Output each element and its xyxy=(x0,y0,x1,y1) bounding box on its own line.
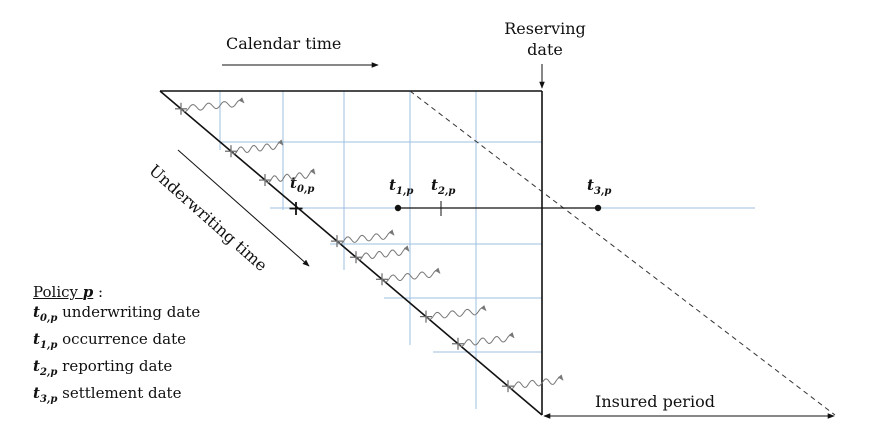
claim-wave-arrow xyxy=(381,267,441,283)
claim-wave-arrow xyxy=(180,97,245,113)
legend-row-settlement: t3,p settlement date xyxy=(33,384,182,405)
reserving-date-label-2: date xyxy=(527,40,563,59)
underwriting-time-label: Underwriting time xyxy=(145,161,271,275)
legend-row-reporting: t2,p reporting date xyxy=(33,357,173,378)
t3-label: t3,p xyxy=(587,176,611,197)
t1-label: t1,p xyxy=(389,176,413,197)
dashed-diagonal xyxy=(409,90,836,416)
claim-wave-arrow xyxy=(425,304,487,320)
triangle xyxy=(159,90,543,416)
legend-title: Policy p : xyxy=(33,283,104,301)
policy-markers xyxy=(175,97,564,393)
claim-wave-arrow xyxy=(336,229,395,245)
legend-row-underwriting: t0,p underwriting date xyxy=(33,303,201,324)
reserving-date-label-1: Reserving xyxy=(504,19,586,38)
settlement-point xyxy=(594,204,602,212)
occurrence-point xyxy=(394,204,402,212)
insured-period-label: Insured period xyxy=(595,392,715,411)
t2-label: t2,p xyxy=(431,176,455,197)
claim-wave-arrow xyxy=(230,139,284,155)
calendar-time-label: Calendar time xyxy=(226,34,341,53)
legend: Policy p : t0,p underwriting date t1,p o… xyxy=(33,282,200,410)
claim-wave-arrow xyxy=(355,245,410,261)
legend-row-occurrence: t1,p occurrence date xyxy=(33,330,187,351)
underwriting-cross xyxy=(289,202,303,215)
claim-wave-arrow xyxy=(507,374,564,390)
underwriting-time-arrow xyxy=(177,149,310,267)
grid xyxy=(219,91,755,409)
t0-label: t0,p xyxy=(290,174,314,195)
claim-wave-arrow xyxy=(457,332,515,348)
claim-wave-arrow xyxy=(264,168,316,184)
